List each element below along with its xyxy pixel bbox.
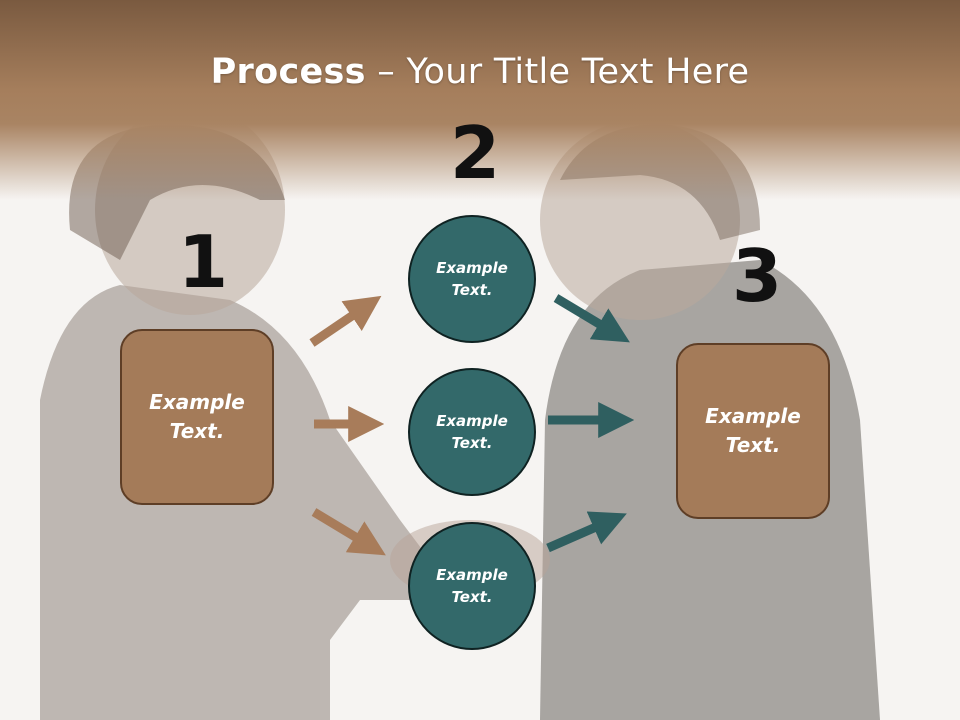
circle-middle: Example Text. [408,368,536,496]
circle-top: Example Text. [408,215,536,343]
header-band [0,0,960,200]
step-number-3: 3 [732,234,783,318]
arrow-box-to-circle-top [309,295,382,347]
title-rest: – Your Title Text Here [365,52,750,92]
title-bold: Process [210,52,366,92]
arrow-box-to-circle-bottom [311,508,386,556]
arrow-circle-top-to-box [553,294,630,343]
circle-middle-label: Example Text. [436,411,508,453]
right-box-label: Example Text. [705,404,801,457]
arrow-circle-bottom-to-box [546,511,627,553]
step-number-2: 2 [450,111,501,195]
left-box-label: Example Text. [149,390,245,443]
step-number-1: 1 [178,220,229,304]
circle-bottom-label: Example Text. [436,565,508,607]
circle-top-label: Example Text. [436,258,508,300]
left-box: Example Text. [120,329,274,505]
slide-title: Process – Your Title Text Here [0,52,960,92]
right-box: Example Text. [676,343,830,519]
circle-bottom: Example Text. [408,522,536,650]
